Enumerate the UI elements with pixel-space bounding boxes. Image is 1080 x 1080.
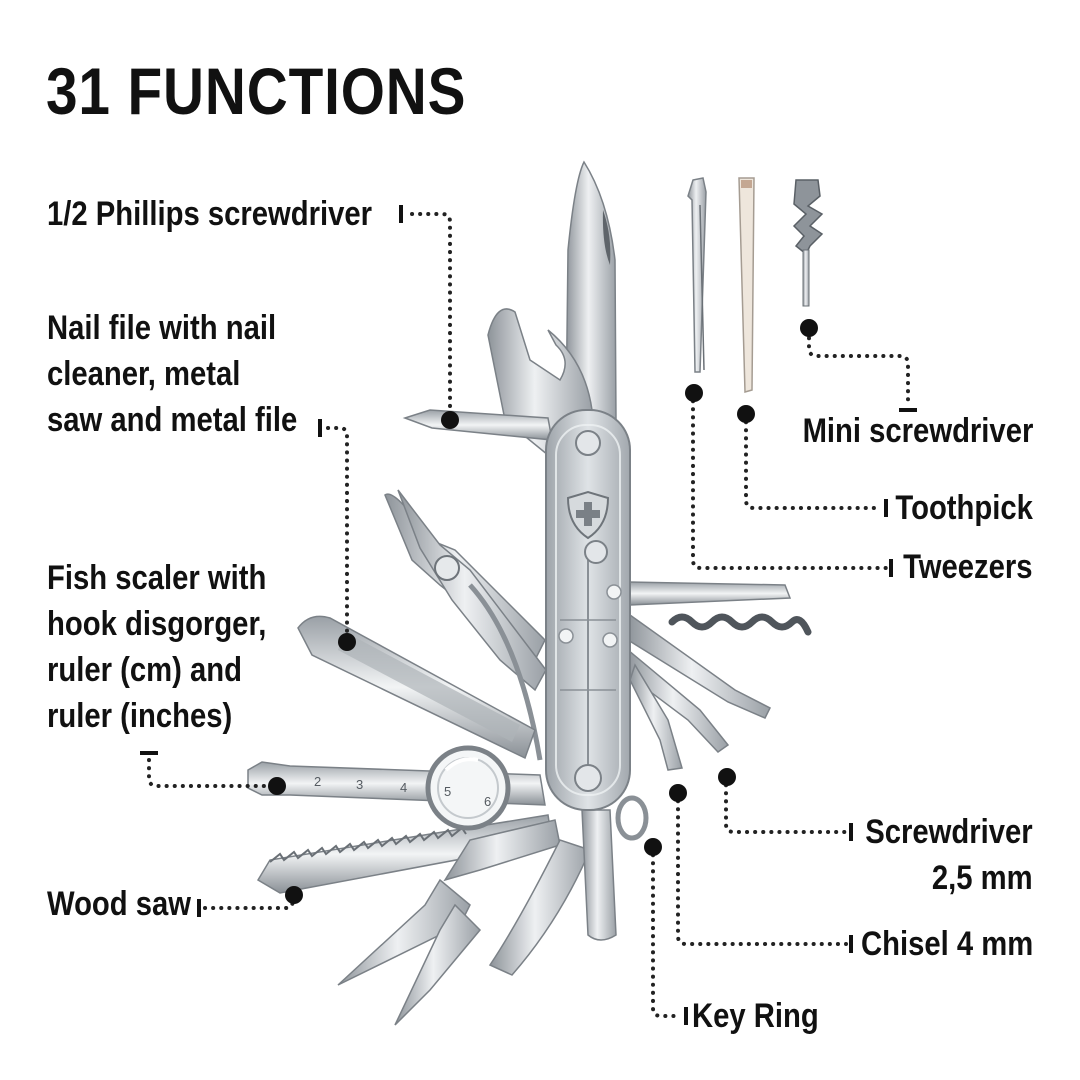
corkscrew-tool	[668, 613, 812, 636]
label-fish-scaler: Fish scaler with hook disgorger, ruler (…	[47, 555, 266, 739]
label-line: Wood saw	[47, 885, 192, 923]
label-line: Chisel 4 mm	[860, 925, 1033, 963]
label-line: 1/2 Phillips screwdriver	[47, 195, 373, 233]
ruler-tick: 3	[356, 777, 363, 792]
leader-woodsaw	[203, 893, 295, 910]
knife-handle	[545, 409, 631, 811]
label-nail-file: Nail file with nail cleaner, metal saw a…	[47, 305, 297, 443]
label-line: Key Ring	[692, 997, 819, 1035]
label-key-ring: Key Ring	[692, 993, 819, 1039]
label-line: Tweezers	[903, 548, 1033, 586]
leader-mini	[807, 328, 910, 406]
magnifier	[425, 745, 511, 831]
leader-nailfile	[326, 426, 349, 642]
label-line: ruler (cm) and	[47, 651, 242, 689]
label-line: Fish scaler with	[47, 559, 267, 597]
label-line: Toothpick	[895, 489, 1033, 527]
label-line: Nail file with nail	[47, 309, 277, 347]
tools	[247, 160, 812, 1026]
label-line: hook disgorger,	[47, 605, 267, 643]
label-mini-screwdriver: Mini screwdriver	[802, 408, 1033, 454]
label-line: Screwdriver	[865, 813, 1033, 851]
label-phillips-screwdriver: 1/2 Phillips screwdriver	[47, 191, 372, 237]
ruler-tick: 5	[444, 784, 451, 799]
leader-chisel	[676, 791, 848, 946]
key-ring	[615, 795, 649, 841]
label-line: cleaner, metal	[47, 355, 241, 393]
label-line: saw and metal file	[47, 401, 298, 439]
leader-toothpick	[744, 412, 882, 510]
tweezers-image	[687, 177, 707, 373]
ruler-tick: 2	[314, 774, 321, 789]
ruler-ticks: 2 3 4 5 6	[314, 774, 491, 809]
mini-screwdriver-image	[792, 179, 824, 307]
leader-screwdriver	[724, 775, 848, 834]
label-line: Mini screwdriver	[802, 412, 1033, 450]
multipurpose-hook	[581, 809, 617, 941]
accessories	[687, 177, 824, 393]
label-tweezers: Tweezers	[904, 544, 1033, 590]
label-line: 2,5 mm	[932, 859, 1033, 897]
leader-phillips	[410, 212, 452, 420]
leader-lines	[147, 212, 910, 1018]
ruler-tick: 6	[484, 794, 491, 809]
ruler-tick: 4	[400, 780, 407, 795]
leader-fishscaler	[147, 758, 279, 788]
label-line: ruler (inches)	[47, 697, 233, 735]
leader-keyring	[651, 845, 682, 1018]
label-toothpick: Toothpick	[895, 485, 1033, 531]
label-chisel: Chisel 4 mm	[861, 921, 1033, 967]
label-wood-saw: Wood saw	[47, 881, 191, 927]
reamer-tool	[627, 581, 792, 606]
label-screwdriver: Screwdriver 2,5 mm	[866, 809, 1033, 901]
toothpick-image	[738, 177, 755, 393]
leader-markers	[140, 205, 917, 1025]
leader-tweezers	[691, 391, 888, 570]
page-title: 31 FUNCTIONS	[46, 54, 467, 128]
